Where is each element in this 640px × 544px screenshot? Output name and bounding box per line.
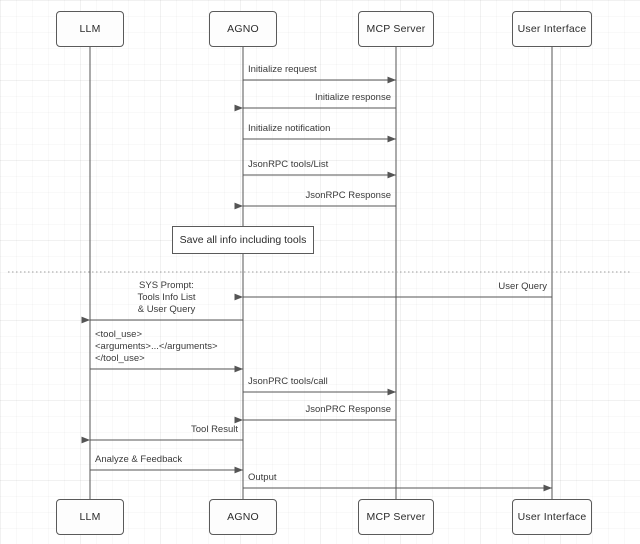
message-label-m5: JsonRPC Response — [305, 190, 391, 201]
message-label-m2: Initialize response — [314, 92, 391, 103]
message-label-m9: JsonPRC tools/call — [248, 376, 328, 387]
actor-box-llm-bottom[interactable]: LLM — [56, 499, 124, 535]
note-save-all-info[interactable]: Save all info including tools — [172, 226, 314, 254]
message-label-m10: JsonPRC Response — [305, 404, 391, 415]
actor-label-mcp-server-bottom: MCP Server — [366, 511, 426, 523]
message-label-m7: SYS Prompt: Tools Info List & User Query — [137, 280, 196, 315]
actor-box-agno-top[interactable]: AGNO — [209, 11, 277, 47]
actor-box-agno-bottom[interactable]: AGNO — [209, 499, 277, 535]
message-label-m1: Initialize request — [248, 64, 317, 75]
actor-box-llm-top[interactable]: LLM — [56, 11, 124, 47]
message-label-m4: JsonRPC tools/List — [248, 159, 329, 170]
actor-label-mcp-server-top: MCP Server — [366, 23, 426, 35]
message-label-m3: Initialize notification — [248, 123, 331, 134]
actor-label-user-interface-bottom: User Interface — [517, 511, 587, 523]
actor-box-user-interface-bottom[interactable]: User Interface — [512, 499, 592, 535]
actor-box-mcp-server-bottom[interactable]: MCP Server — [358, 499, 434, 535]
message-arrows-group — [81, 76, 553, 492]
actor-label-agno-top: AGNO — [227, 23, 259, 35]
message-label-m8: <tool_use> <arguments>...</arguments> </… — [95, 329, 218, 364]
actor-label-llm-top: LLM — [79, 23, 101, 35]
message-label-m11: Tool Result — [191, 424, 238, 435]
actor-box-user-interface-top[interactable]: User Interface — [512, 11, 592, 47]
actor-label-agno-bottom: AGNO — [227, 511, 259, 523]
message-label-m12: Analyze & Feedback — [95, 454, 183, 465]
actor-box-mcp-server-top[interactable]: MCP Server — [358, 11, 434, 47]
message-label-m13: Output — [248, 472, 277, 483]
actor-label-user-interface-top: User Interface — [517, 23, 587, 35]
message-label-m6: User Query — [498, 281, 547, 292]
actor-label-llm-bottom: LLM — [79, 511, 101, 523]
lifelines-group — [89, 47, 553, 499]
note-label-save-all-info: Save all info including tools — [179, 234, 307, 246]
